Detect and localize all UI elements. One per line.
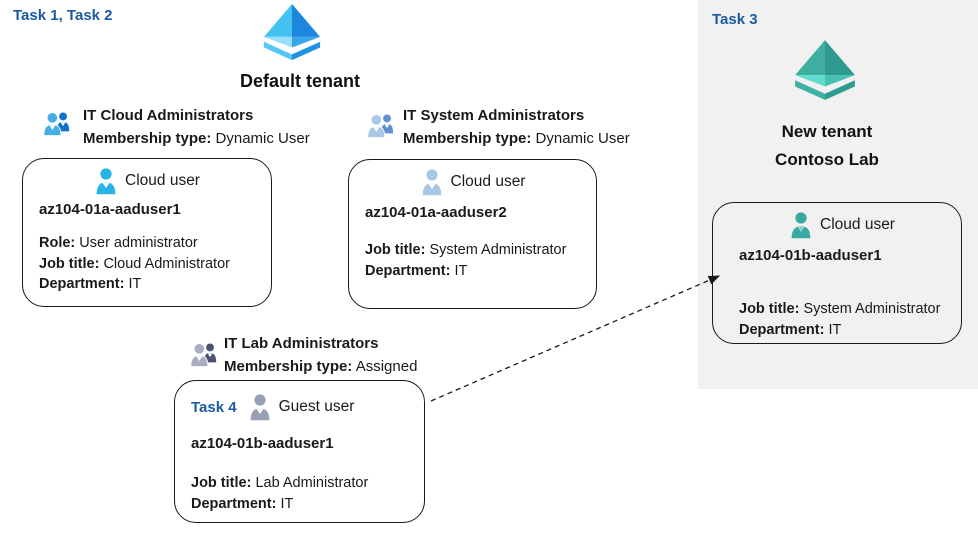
- person-icon-guest-user: [250, 394, 269, 421]
- user-attributes: Job title: System Administrator Departme…: [739, 299, 940, 340]
- people-icon: [367, 113, 394, 138]
- attr-job-title: Job title: Cloud Administrator: [39, 254, 230, 275]
- face-upper-left: [263, 3, 292, 37]
- attr-department: Department: IT: [365, 261, 566, 282]
- attr-value: IT: [828, 321, 842, 338]
- face-upper-right: [292, 3, 321, 37]
- group-membership-system: Membership type: Dynamic User: [403, 130, 630, 147]
- user-type-label: Cloud user: [820, 216, 895, 233]
- user-attributes: Job title: System Administrator Departme…: [365, 240, 566, 281]
- people-icon: [190, 342, 217, 367]
- back-person: [56, 112, 70, 132]
- person-shape: [250, 394, 269, 421]
- azure-ad-teal-icon: [792, 39, 858, 103]
- rim-right: [825, 80, 855, 100]
- attr-job-title: Job title: Lab Administrator: [191, 473, 368, 494]
- user-card-aaduser2a: Cloud user az104-01a-aaduser2 Job title:…: [348, 159, 597, 309]
- task-3-label: Task 3: [712, 11, 758, 28]
- face-lower-left: [795, 75, 825, 87]
- person-icon-cloud-user: [96, 168, 116, 195]
- group-membership-cloud: Membership type: Dynamic User: [83, 130, 310, 147]
- new-tenant-title-line2: Contoso Lab: [775, 150, 879, 169]
- membership-value: Assigned: [355, 358, 418, 375]
- attr-value: System Administrator: [803, 301, 941, 317]
- user-attributes: Job title: Lab Administrator Department:…: [191, 473, 368, 514]
- group-people-icon-cloud: [42, 109, 72, 136]
- attr-label: Department:: [739, 321, 825, 338]
- face-lower-right: [292, 36, 321, 48]
- attr-role: Role: User administrator: [39, 233, 230, 254]
- membership-label: Membership type:: [83, 130, 212, 147]
- face-upper-right: [825, 40, 855, 76]
- card-header: Task 4 Guest user: [191, 393, 354, 421]
- card-header: Cloud user: [23, 167, 271, 195]
- guest-user-card: Task 4 Guest user az104-01b-aaduser1 Job…: [174, 380, 425, 523]
- username: az104-01a-aaduser1: [39, 201, 181, 218]
- attr-label: Job title:: [365, 242, 426, 258]
- membership-label: Membership type:: [403, 130, 532, 147]
- front-person: [190, 342, 209, 367]
- attr-label: Department:: [365, 262, 451, 279]
- username: az104-01b-aaduser1: [739, 247, 882, 264]
- face-upper-left: [795, 40, 825, 76]
- attr-label: Job title:: [39, 255, 100, 272]
- group-title-lab-admins: IT Lab Administrators: [224, 335, 379, 352]
- attr-value: IT: [128, 276, 142, 292]
- person-shape: [96, 168, 116, 195]
- membership-label: Membership type:: [224, 358, 353, 375]
- username: az104-01b-aaduser1: [191, 435, 334, 452]
- new-tenant-title-line1: New tenant: [781, 122, 873, 141]
- membership-value: Dynamic User: [215, 130, 310, 147]
- person-shape: [791, 212, 811, 239]
- front-person: [43, 111, 62, 136]
- group-people-icon-lab: [189, 340, 219, 367]
- attr-label: Department:: [191, 495, 277, 512]
- front-person: [367, 113, 386, 138]
- user-card-aaduser1b: Cloud user az104-01b-aaduser1 Job title:…: [712, 202, 962, 344]
- attr-value: Cloud Administrator: [103, 255, 230, 272]
- azure-ad-blue-icon: [261, 2, 323, 64]
- task-1-2-label: Task 1, Task 2: [13, 7, 113, 24]
- person-icon-cloud-user: [791, 212, 811, 239]
- attr-label: Role:: [39, 235, 76, 251]
- attr-value: IT: [454, 262, 468, 279]
- user-card-aaduser1a: Cloud user az104-01a-aaduser1 Role: User…: [22, 158, 272, 307]
- attr-job-title: Job title: System Administrator: [365, 240, 566, 261]
- group-title-cloud-admins: IT Cloud Administrators: [83, 107, 254, 124]
- attr-department: Department: IT: [39, 274, 230, 295]
- group-people-icon-system: [366, 111, 396, 138]
- card-header: Cloud user: [723, 211, 961, 239]
- attr-value: IT: [280, 495, 294, 512]
- person-icon-cloud-user: [422, 169, 441, 196]
- username: az104-01a-aaduser2: [365, 204, 507, 221]
- face-lower-left: [263, 36, 292, 48]
- rim-right: [292, 41, 321, 61]
- default-tenant-title: Default tenant: [239, 71, 360, 91]
- attr-job-title: Job title: System Administrator: [739, 299, 940, 320]
- attr-value: Lab Administrator: [255, 475, 369, 491]
- rim-left: [795, 80, 825, 100]
- card-header: Cloud user: [349, 168, 596, 196]
- people-icon: [43, 111, 70, 136]
- group-membership-lab: Membership type: Assigned: [224, 358, 417, 375]
- task-4-label: Task 4: [191, 398, 237, 416]
- azure-ad-diamond: [263, 3, 321, 61]
- user-type-label: Guest user: [278, 398, 355, 415]
- attr-value: System Administrator: [429, 242, 567, 258]
- user-type-label: Cloud user: [450, 173, 526, 190]
- attr-department: Department: IT: [191, 494, 368, 515]
- person-shape: [422, 169, 441, 196]
- face-lower-right: [825, 75, 855, 87]
- user-attributes: Role: User administrator Job title: Clou…: [39, 233, 230, 295]
- attr-label: Job title:: [191, 475, 252, 491]
- attr-label: Job title:: [739, 301, 800, 317]
- group-title-system-admins: IT System Administrators: [403, 107, 585, 124]
- user-type-label: Cloud user: [125, 172, 200, 189]
- membership-value: Dynamic User: [535, 130, 630, 147]
- rim-left: [263, 41, 292, 61]
- attr-department: Department: IT: [739, 320, 940, 341]
- attr-value: User administrator: [79, 235, 198, 251]
- azure-ad-diamond: [795, 40, 855, 100]
- attr-label: Department:: [39, 276, 125, 292]
